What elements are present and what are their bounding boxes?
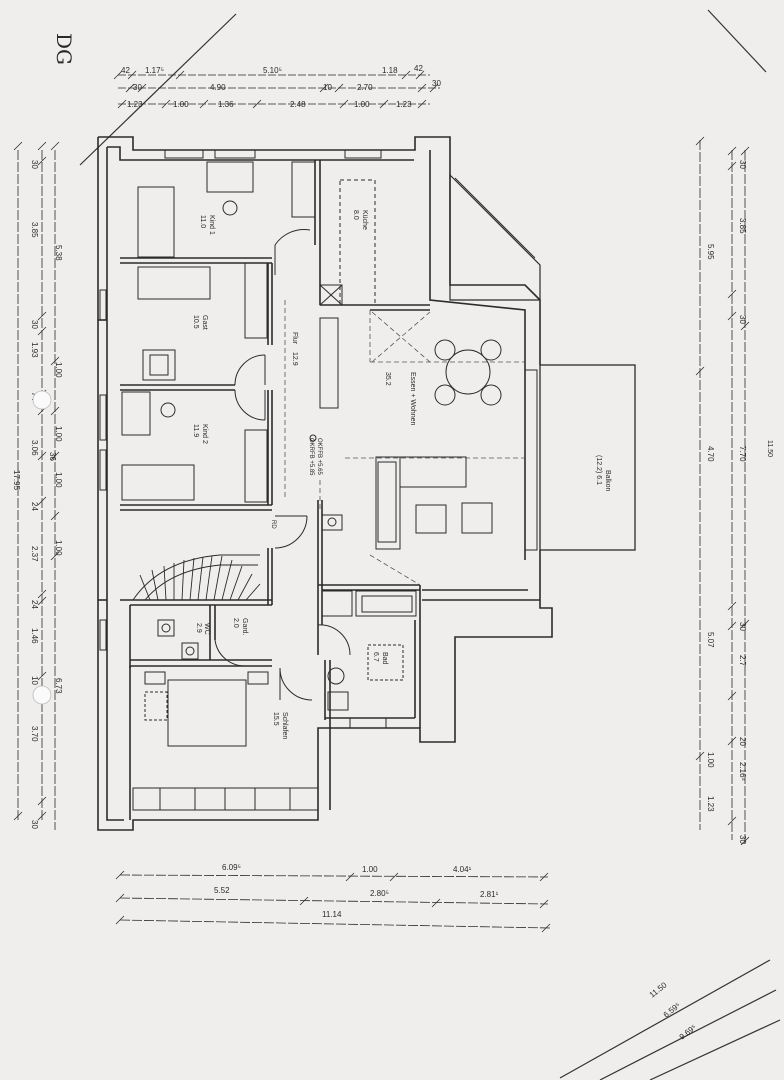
room-balkon-area: (12.2) 6.1 xyxy=(595,455,602,485)
room-balkon-name: Balkon xyxy=(604,470,611,492)
sheet-label: DG xyxy=(52,33,76,65)
dim-top-2-b: 4.90 xyxy=(210,83,226,92)
doors xyxy=(214,229,351,701)
room-essen-name: Essen + Wohnen xyxy=(409,372,416,425)
corner-diagonals xyxy=(79,9,781,1080)
dim-left-in-11: 3.70 xyxy=(30,726,39,742)
dim-left-in2-0: 1.00 xyxy=(54,362,63,378)
staircase xyxy=(132,554,261,601)
dim-left-in-5: 36 xyxy=(48,452,57,461)
dim-top-1-c: 5.10⁵ xyxy=(263,66,282,75)
dim-left-in-9: 1.46 xyxy=(30,628,39,644)
dim-top-1-a: 42 xyxy=(121,66,130,75)
dims-left: 17.95 5.38 3.06 6.73 30 3.85 30 1.93 74 … xyxy=(12,141,63,830)
dim-left-mid-2: 3.06 xyxy=(30,440,39,456)
dim-left-in-0: 30 xyxy=(30,160,39,169)
dim-left-mid-1: 5.38 xyxy=(54,245,63,261)
dims-top: 42 1.17⁵ 5.10⁵ 1.18 42 30 4.90 10 2.70 3… xyxy=(113,64,441,109)
dim-left-total: 17.95 xyxy=(12,470,21,491)
level-label-2: OKRFB +5.85 xyxy=(308,438,314,476)
dim-left-in2-1: 1.00 xyxy=(54,426,63,442)
furniture xyxy=(121,161,502,747)
dim-right-in2-1: 1.23 xyxy=(706,796,715,812)
punch-holes xyxy=(32,390,52,705)
faint-mark: 11.50 xyxy=(766,440,773,457)
dim-top-1-e: 42 xyxy=(414,64,423,73)
dim-bottom-1-b: 1.00 xyxy=(362,865,378,874)
dim-left-in-6: 24 xyxy=(30,502,39,511)
dim-top-2-a: 30 xyxy=(133,83,142,92)
room-gast-name: Gast xyxy=(201,315,208,330)
room-labels: Kind 1 11.0 Küche 8.0 Gast 10.5 Flur 12.… xyxy=(192,210,611,739)
dim-top-3-a: 1.23 xyxy=(127,100,143,109)
dim-top-3-e: 1.00 xyxy=(354,100,370,109)
room-gard-name: Gard. xyxy=(241,618,248,636)
dim-right-in2-0: 1.00 xyxy=(706,752,715,768)
dim-right-in-7: 2.16⁴ xyxy=(738,762,747,782)
dim-bottom-2-a: 5.52 xyxy=(214,886,230,895)
dim-left-in2-3: 1.00 xyxy=(54,540,63,556)
dim-top-3-d: 2.48 xyxy=(290,100,306,109)
dim-top-3-c: 1.36 xyxy=(218,100,234,109)
room-kueche-name: Küche xyxy=(361,210,368,230)
dim-right-in-1: 3.85 xyxy=(738,218,747,234)
dim-right-out-1: 7.70 xyxy=(738,446,747,462)
dim-top-1-b: 1.17⁵ xyxy=(145,66,164,75)
dim-bottom-3-a: 11.14 xyxy=(322,910,342,919)
dim-left-in-1: 3.85 xyxy=(30,222,39,238)
room-bad-name: Bad xyxy=(381,652,388,665)
dim-bottom-2-b: 2.80⁵ xyxy=(370,889,389,898)
room-schlafen-area: 15.5 xyxy=(272,712,279,726)
dim-left-in-3: 1.93 xyxy=(30,342,39,358)
room-kind2-name: Kind 2 xyxy=(201,424,208,444)
room-essen-area: 35.2 xyxy=(384,372,391,386)
dim-left-in-8: 24 xyxy=(30,600,39,609)
balcony xyxy=(449,173,636,551)
room-kind2-area: 11.9 xyxy=(192,424,199,437)
dims-right: 5.95 7.70 5.07 30 3.85 30 4.70 30 2.7 20… xyxy=(695,136,773,846)
room-bad-area: 6.7 xyxy=(372,652,379,662)
dim-left-in-10: 10 xyxy=(30,676,39,685)
room-gard-area: 2.0 xyxy=(232,618,239,628)
room-kind1-name: Kind 1 xyxy=(208,215,215,235)
dim-top-3-f: 1.23 xyxy=(396,100,412,109)
room-kueche-area: 8.0 xyxy=(352,210,359,220)
room-kind1-area: 11.0 xyxy=(199,215,206,228)
room-gast-area: 10.5 xyxy=(192,315,199,329)
level-label-1: OKFFB +5.65 xyxy=(316,438,322,476)
windows xyxy=(99,149,538,811)
level-markers: OKFFB +5.65 OKRFB +5.85 RD xyxy=(270,434,322,529)
room-wc-area: 2.9 xyxy=(195,623,202,633)
dim-bottom-2-c: 2.81¹ xyxy=(480,890,499,899)
dim-bottom-1-c: 4.04¹ xyxy=(453,865,472,874)
room-flur-name: Flur xyxy=(291,332,298,345)
construction-lines xyxy=(284,300,525,586)
dims-bottom: 6.09⁵ 1.00 4.04¹ 5.52 2.80⁵ 2.81¹ 11.14 xyxy=(115,863,551,933)
dim-right-in-6: 20 xyxy=(738,737,747,746)
dim-left-in-12: 30 xyxy=(30,820,39,829)
dim-right-in-5: 2.7 xyxy=(738,655,747,667)
dim-right-in-4: 30 xyxy=(738,622,747,631)
dim-left-in-2: 30 xyxy=(30,320,39,329)
rd-label: RD xyxy=(270,520,276,529)
dim-left-in2-2: 1.00 xyxy=(54,472,63,488)
dim-left-mid-3: 6.73 xyxy=(54,678,63,694)
dim-right-in-0: 30 xyxy=(738,160,747,169)
dim-top-1-d: 1.18 xyxy=(382,66,398,75)
dim-top-2-d: 2.70 xyxy=(357,83,373,92)
room-wc-name: WC xyxy=(203,623,210,635)
room-flur-area: 12.9 xyxy=(291,352,298,366)
dim-right-in-3: 4.70 xyxy=(706,446,715,462)
dim-right-out-2: 5.07 xyxy=(706,632,715,648)
dim-right-in-8: 30 xyxy=(738,835,747,844)
dim-top-3-b: 1.00 xyxy=(173,100,189,109)
dim-right-in-2: 30 xyxy=(738,315,747,324)
room-schlafen-name: Schlafen xyxy=(281,712,288,739)
dim-top-2-e: 30 xyxy=(432,79,441,88)
dim-left-in-7: 2.37 xyxy=(30,546,39,562)
dim-bottom-1-a: 6.09⁵ xyxy=(222,863,241,872)
dim-top-2-c: 10 xyxy=(323,83,332,92)
dim-right-out-0: 5.95 xyxy=(706,244,715,260)
